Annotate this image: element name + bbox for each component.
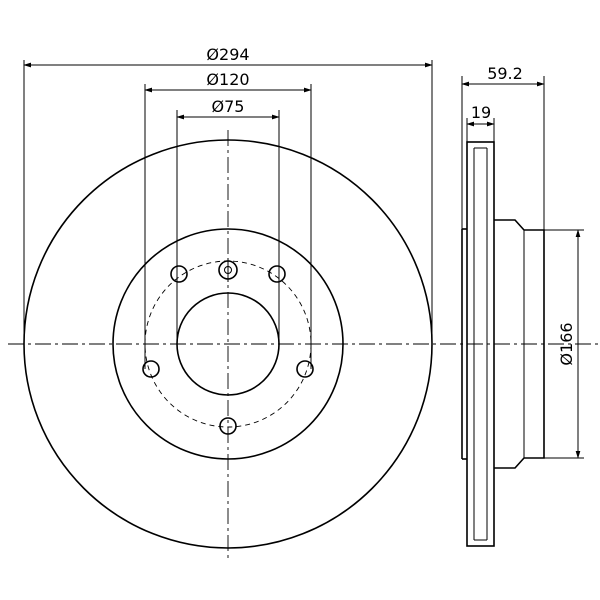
bolt-hole xyxy=(170,265,188,283)
hat-profile xyxy=(494,219,545,469)
side-view: 59.2 19 Ø166 xyxy=(461,64,584,547)
bolt-hole xyxy=(219,417,237,435)
disc-thickness-label: 19 xyxy=(471,103,491,122)
pcd-diameter-label: Ø120 xyxy=(206,70,249,89)
overall-height-label: 59.2 xyxy=(487,64,523,83)
hat-circle xyxy=(112,228,344,460)
hat-diameter-label: Ø166 xyxy=(557,322,576,365)
bolt-hole xyxy=(142,360,160,378)
bolt-hole xyxy=(268,265,286,283)
bolt-hole xyxy=(296,360,314,378)
outer-diameter-label: Ø294 xyxy=(206,45,249,64)
friction-ring-body xyxy=(466,141,495,547)
front-view: Ø294 Ø120 Ø75 xyxy=(8,45,600,560)
center-bore-label: Ø75 xyxy=(212,97,245,116)
